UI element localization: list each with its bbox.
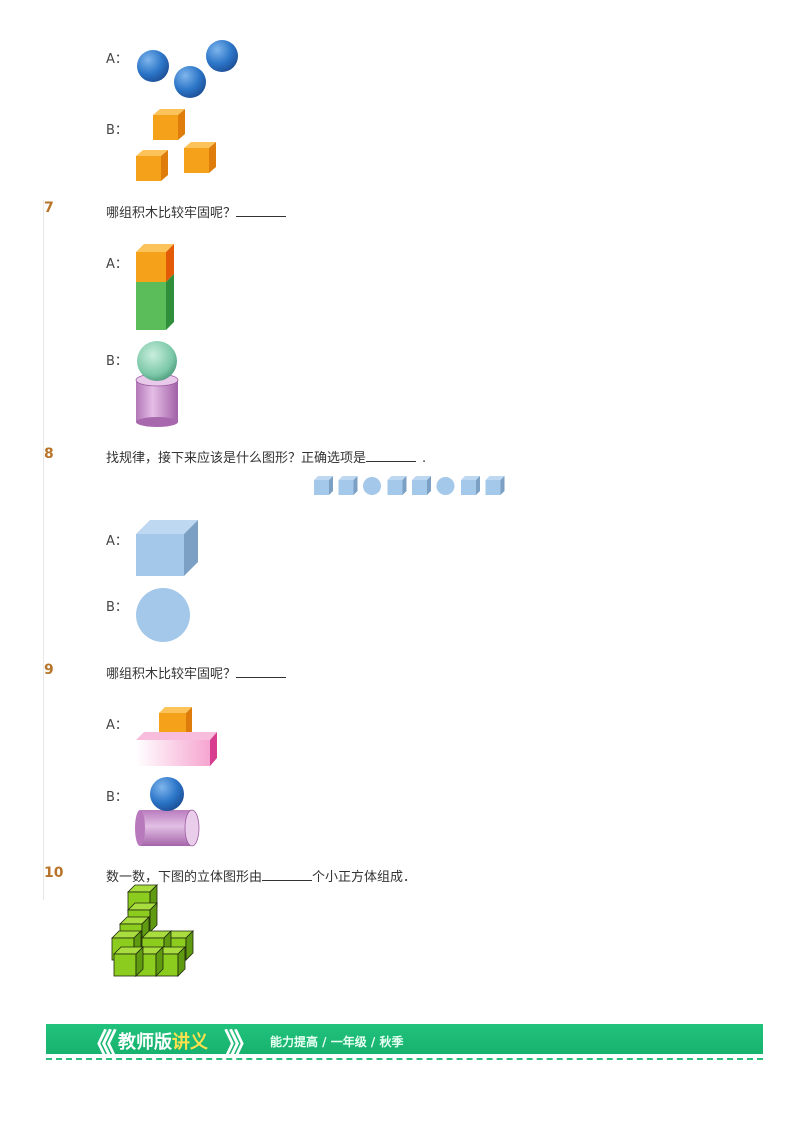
sphere [206, 40, 238, 72]
q8-option-a-label: A： [106, 534, 128, 549]
q6-option-a-spheres [137, 40, 238, 98]
q9-option-a-stack [136, 707, 217, 766]
q7-option-a-stack [136, 244, 174, 330]
blue-sphere [150, 777, 184, 811]
cube [184, 142, 216, 173]
answer-blank[interactable] [366, 449, 417, 462]
q9-number: 9 [44, 662, 54, 678]
cube [153, 109, 185, 140]
q8-option-b-sphere [136, 588, 190, 642]
q9-option-b-label: B： [106, 790, 128, 805]
q8-option-b-label: B： [106, 600, 128, 615]
footer-band [46, 1024, 763, 1054]
q9-option-b-stack [135, 777, 200, 847]
q7-number: 7 [44, 200, 54, 216]
sequence-sphere [436, 477, 455, 495]
answer-blank[interactable] [236, 204, 287, 217]
footer-brand: 教师版讲义 [118, 1032, 208, 1053]
sequence-cube [338, 476, 358, 495]
q8-text: 找规律，接下来应该是什么图形？正确选项是. [106, 449, 427, 466]
sphere [174, 66, 206, 98]
q6-option-a-label: A： [106, 52, 128, 67]
sequence-sphere [363, 477, 381, 495]
q6-option-b-cubes [136, 109, 216, 181]
orange-cube [136, 244, 174, 282]
sequence-cube [387, 476, 407, 495]
small-cube [113, 946, 144, 977]
q8-option-a-cube [136, 520, 198, 576]
sequence-cube [412, 476, 431, 495]
sequence-cube [461, 476, 480, 495]
green-sphere [137, 341, 177, 381]
cube-shape [136, 520, 198, 576]
answer-blank[interactable] [262, 868, 313, 881]
q8-pattern-sequence [314, 476, 505, 495]
left-margin-line [43, 200, 44, 900]
sequence-cube [314, 476, 333, 495]
purple-cylinder [135, 373, 179, 427]
q7-option-b-stack [135, 341, 179, 427]
answer-blank[interactable] [236, 665, 287, 678]
q10-cube-structure [111, 884, 194, 977]
footer-subtitle: 能力提高 / 一年级 / 秋季 [270, 1035, 404, 1049]
q10-number: 10 [44, 865, 64, 881]
sphere [137, 50, 169, 82]
q7-option-a-label: A： [106, 257, 128, 272]
green-box [136, 274, 174, 330]
pink-slab [136, 732, 217, 766]
q8-number: 8 [44, 446, 54, 462]
q9-option-a-label: A： [106, 718, 128, 733]
q7-option-b-label: B： [106, 354, 128, 369]
q6-option-b-label: B： [106, 123, 128, 138]
footer-dashed-line [46, 1058, 763, 1060]
q9-text: 哪组积木比较牢固呢？ [106, 663, 287, 682]
sequence-cube [485, 476, 505, 495]
q10-text: 数一数，下图的立体图形由个小正方体组成． [106, 868, 417, 885]
lying-cylinder [135, 809, 200, 847]
sphere-shape [136, 588, 190, 642]
cube [136, 150, 168, 181]
q7-text: 哪组积木比较牢固呢？ [106, 202, 287, 221]
